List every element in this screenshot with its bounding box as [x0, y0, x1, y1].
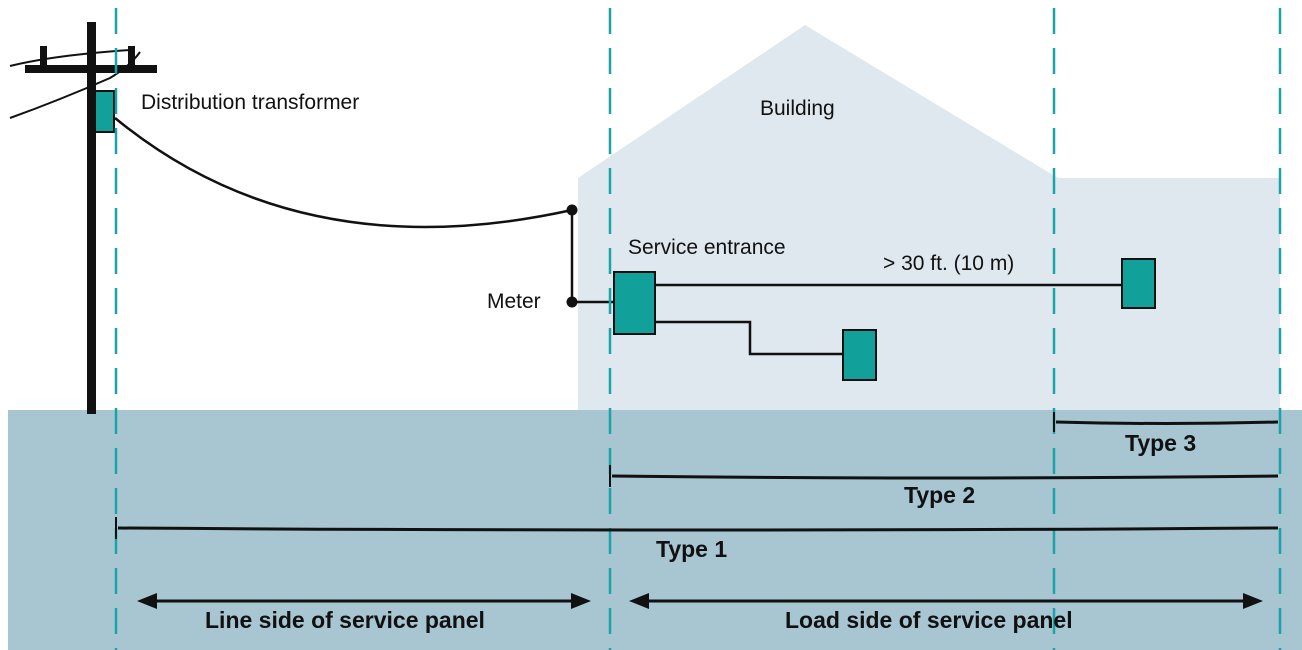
- zone-dividers: [114, 8, 1282, 650]
- building-label: Building: [760, 97, 835, 120]
- type2-range: [609, 465, 1279, 487]
- type2-label: Type 2: [904, 482, 975, 508]
- feeder-short-wire: [655, 320, 843, 356]
- type3-label: Type 3: [1125, 430, 1196, 456]
- distribution-transformer-box: [94, 90, 115, 133]
- branch-panel-box: [842, 329, 877, 381]
- utility-pole: [9, 22, 157, 414]
- load-side-arrow: [629, 593, 1263, 609]
- load-side-label: Load side of service panel: [785, 607, 1073, 633]
- transformer-label: Distribution transformer: [141, 91, 359, 114]
- type3-range: [1053, 412, 1279, 432]
- service-panel-box: [613, 271, 656, 335]
- service-entrance-label: Service entrance: [628, 236, 786, 259]
- building-shape: [578, 25, 1280, 410]
- distance-label: > 30 ft. (10 m): [883, 252, 1014, 275]
- service-drop-wire: [114, 117, 573, 229]
- line-side-arrow: [137, 593, 591, 609]
- line-side-label: Line side of service panel: [205, 607, 485, 633]
- remote-panel-box: [1121, 258, 1156, 309]
- connection-dot-top: [566, 204, 578, 216]
- meter-label: Meter: [487, 290, 541, 313]
- type1-range: [115, 517, 1279, 539]
- type1-label: Type 1: [656, 536, 727, 562]
